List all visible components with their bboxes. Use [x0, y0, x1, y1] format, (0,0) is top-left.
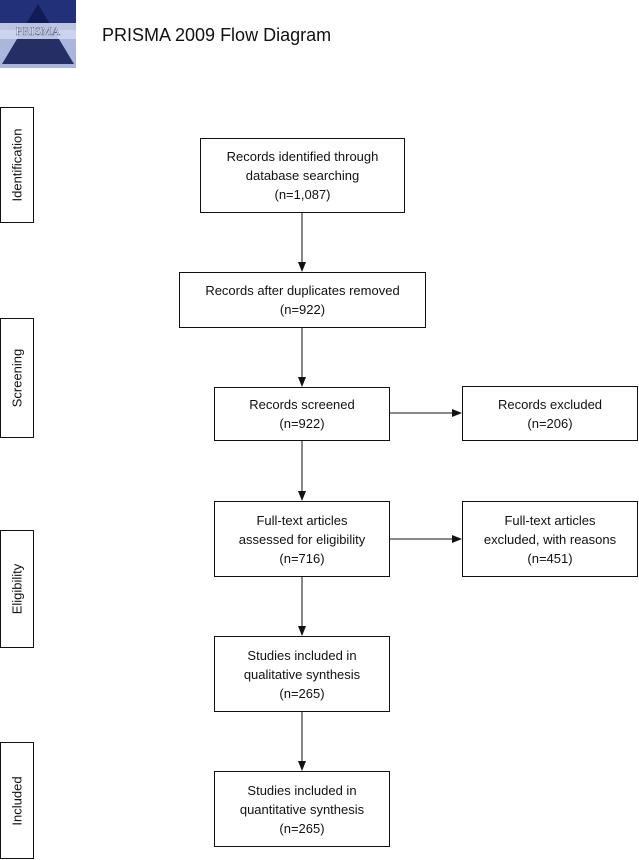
box-fulltext-assessed-line1: Full-text articles [256, 512, 348, 528]
box-qualitative-synthesis-count: (n=265) [279, 685, 325, 701]
box-qualitative-synthesis-line2: qualitative synthesis [243, 666, 361, 682]
stage-screening: Screening [0, 318, 34, 438]
box-quantitative-synthesis: Studies included in quantitative synthes… [214, 771, 390, 847]
box-records-identified-line2: database searching [245, 168, 360, 183]
prisma-logo-text: PRISMA [16, 24, 61, 38]
box-fulltext-excluded: Full-text articles excluded, with reason… [462, 501, 638, 577]
box-records-identified: Records identified through database sear… [200, 138, 405, 213]
box-records-screened-line1: Records screened [249, 397, 355, 412]
stage-included: Included [0, 742, 34, 859]
box-records-excluded-line1: Records excluded [497, 396, 603, 412]
box-records-identified-count: (n=1,087) [274, 187, 331, 202]
box-records-screened: Records screened (n=922) [214, 387, 390, 441]
box-qualitative-synthesis: Studies included in qualitative synthesi… [214, 636, 390, 712]
box-records-excluded-count: (n=206) [527, 415, 573, 431]
box-after-duplicates-count: (n=922) [279, 302, 326, 317]
prisma-logo: PRISMA [0, 0, 76, 68]
box-after-duplicates-line1: Records after duplicates removed [205, 283, 400, 298]
box-records-screened-count: (n=922) [279, 416, 325, 431]
stage-eligibility: Eligibility [0, 530, 34, 648]
box-fulltext-assessed-line2: assessed for eligibility [238, 531, 366, 547]
box-fulltext-excluded-count: (n=451) [527, 550, 573, 566]
box-records-excluded: Records excluded (n=206) [462, 386, 638, 441]
stage-identification: Identification [0, 107, 34, 223]
page-title: PRISMA 2009 Flow Diagram [102, 25, 332, 45]
box-quantitative-synthesis-line1: Studies included in [247, 782, 357, 798]
box-quantitative-synthesis-count: (n=265) [279, 820, 325, 836]
prisma-logo-graphic: PRISMA [0, 0, 76, 68]
box-records-identified-line1: Records identified through [226, 149, 379, 164]
box-fulltext-excluded-line1: Full-text articles [504, 512, 596, 528]
box-fulltext-assessed-count: (n=716) [279, 550, 325, 566]
box-qualitative-synthesis-line1: Studies included in [247, 647, 357, 663]
box-fulltext-excluded-line2: excluded, with reasons [483, 531, 617, 547]
box-quantitative-synthesis-line2: quantitative synthesis [239, 801, 365, 817]
box-fulltext-assessed: Full-text articles assessed for eligibil… [214, 501, 390, 577]
box-after-duplicates: Records after duplicates removed (n=922) [179, 272, 426, 328]
